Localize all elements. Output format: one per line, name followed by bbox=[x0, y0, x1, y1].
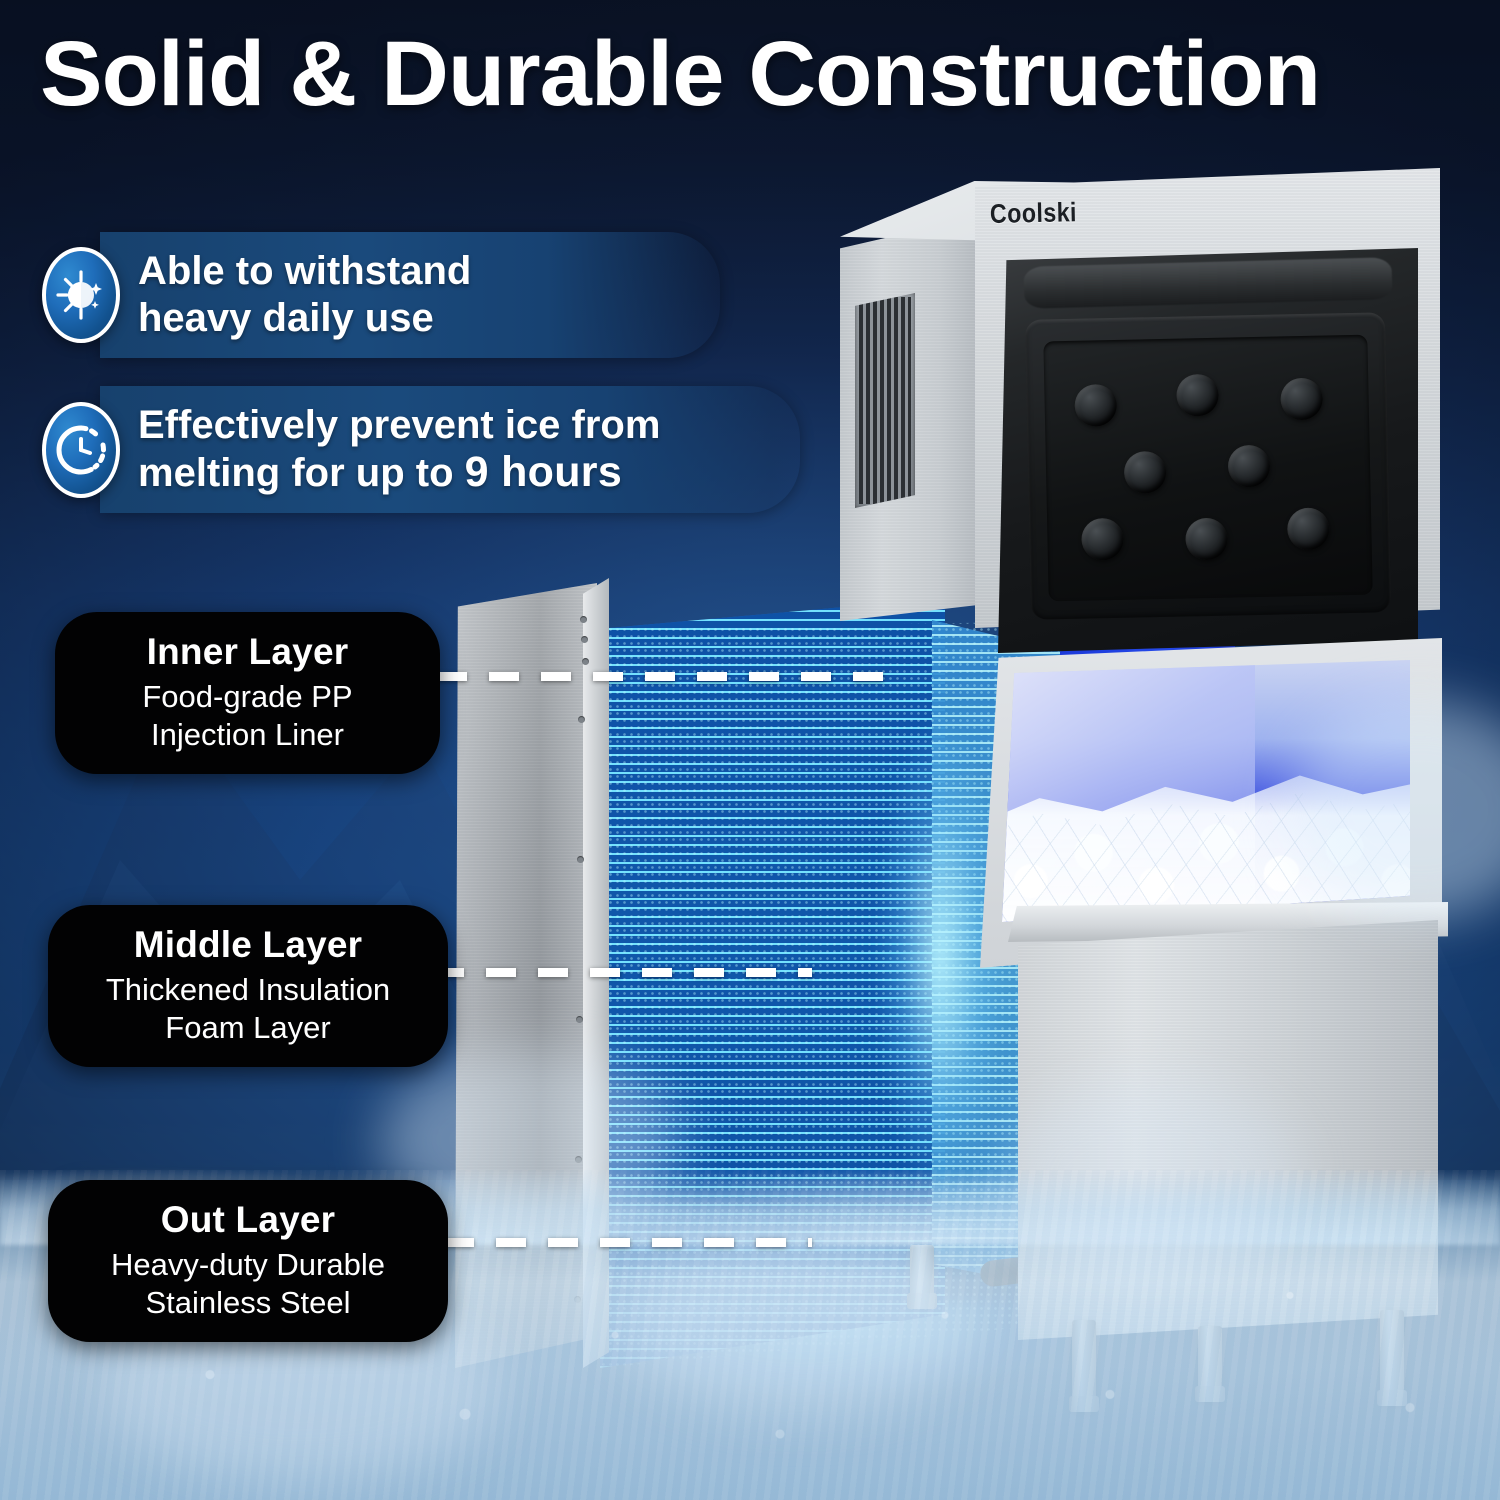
door-dimple bbox=[1185, 517, 1228, 561]
page-title: Solid & Durable Construction bbox=[40, 23, 1321, 125]
callout-title: Inner Layer bbox=[146, 631, 349, 672]
callout-title: Out Layer bbox=[160, 1199, 336, 1240]
door-dimple bbox=[1280, 377, 1324, 421]
feature-badge-9-hours: Effectively prevent ice from melting for… bbox=[42, 386, 802, 513]
callout-title: Middle Layer bbox=[133, 924, 363, 965]
door-dimple bbox=[1074, 383, 1118, 427]
air-vent-grille bbox=[855, 293, 915, 508]
door-recess-inner bbox=[1043, 334, 1373, 602]
feature-badge-list: Able to withstand heavy daily use bbox=[42, 232, 802, 541]
feature-badge-text: Effectively prevent ice from melting for… bbox=[120, 386, 660, 513]
feature-badge-heavy-use: Able to withstand heavy daily use bbox=[42, 232, 802, 358]
bin-opening bbox=[1002, 660, 1410, 922]
ice-machine-head-unit: Coolski bbox=[840, 163, 1440, 663]
callout-subtitle: Thickened Insulation Foam Layer bbox=[105, 972, 391, 1045]
callout-out-layer: Out Layer Heavy-duty Durable Stainless S… bbox=[48, 1180, 448, 1342]
feature-badge-highlight: 9 hours bbox=[464, 448, 623, 496]
feature-badge-text-body: Effectively prevent ice from melting for… bbox=[138, 403, 661, 495]
door-dimple bbox=[1227, 444, 1271, 488]
callout-connector-line bbox=[385, 672, 905, 681]
callout-subtitle: Food-grade PP Injection Liner bbox=[142, 679, 353, 752]
insulated-door-panel[interactable] bbox=[998, 248, 1418, 653]
door-dimple bbox=[1286, 507, 1330, 551]
vent-slats bbox=[859, 297, 911, 504]
badge-pill-background bbox=[100, 232, 720, 358]
callout-subtitle: Heavy-duty Durable Stainless Steel bbox=[111, 1247, 385, 1320]
callout-connector-line bbox=[392, 1238, 812, 1247]
feature-badge-text: Able to withstand heavy daily use bbox=[138, 249, 472, 340]
door-top-lip bbox=[1023, 257, 1393, 309]
brand-logo: Coolski bbox=[989, 197, 1078, 229]
door-dimple bbox=[1123, 450, 1167, 494]
callout-connector-line bbox=[382, 968, 812, 977]
badge-pill-background bbox=[100, 386, 800, 513]
door-dimple bbox=[1176, 373, 1219, 417]
clock-timer-icon bbox=[42, 401, 120, 498]
callout-middle-layer: Middle Layer Thickened Insulation Foam L… bbox=[48, 905, 448, 1067]
sun-moon-brightness-icon bbox=[42, 247, 120, 343]
door-recess-outer bbox=[1024, 312, 1392, 620]
door-dimple bbox=[1081, 517, 1124, 561]
callout-inner-layer: Inner Layer Food-grade PP Injection Line… bbox=[55, 612, 440, 774]
